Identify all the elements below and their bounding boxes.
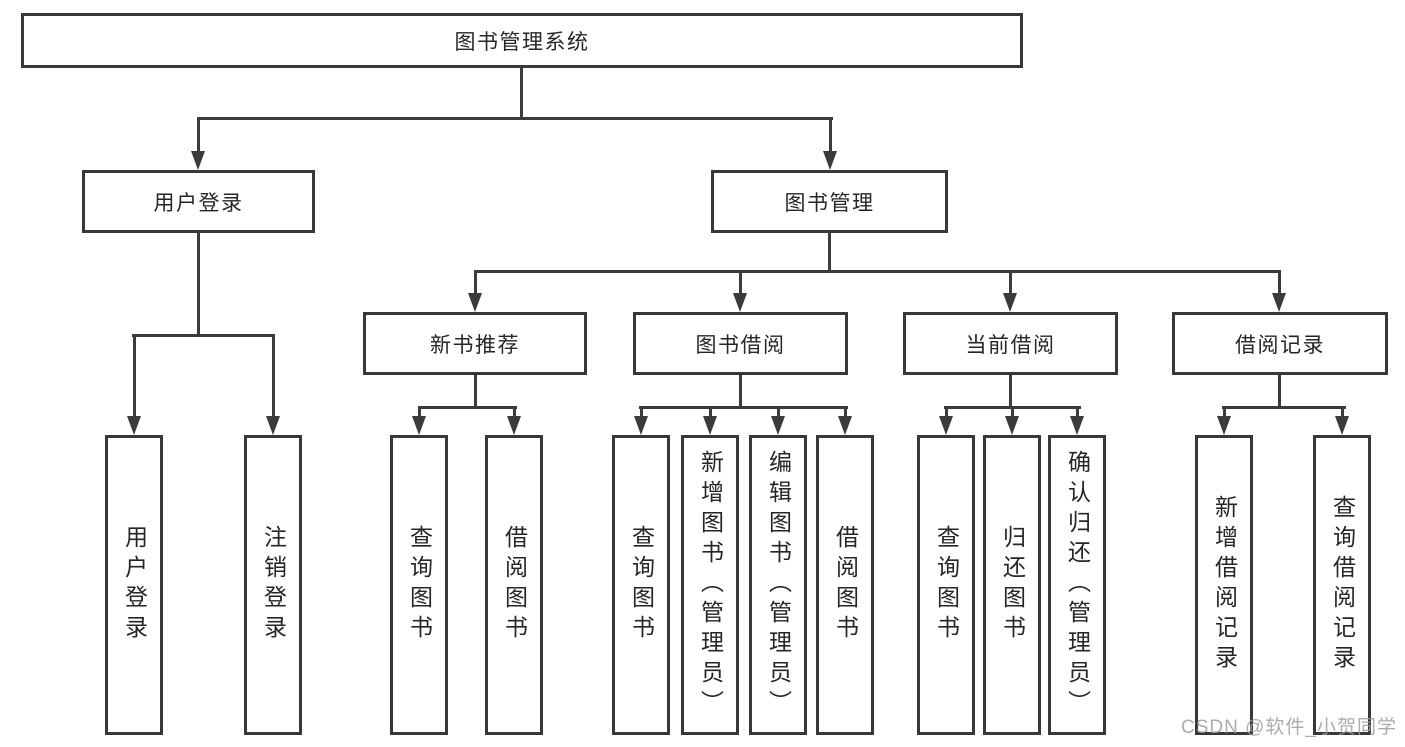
node-label: 新书推荐 [430, 333, 520, 357]
node-query-books-3: 查询图书 [917, 435, 975, 735]
arrow-down-icon [468, 293, 482, 312]
csdn-watermark: CSDN @软件_小贺同学 [1181, 717, 1397, 738]
connector-line [844, 408, 847, 420]
connector-line [197, 117, 833, 120]
connector-line [520, 68, 523, 119]
node-label: 图书借阅 [695, 333, 786, 357]
connector-line [1011, 408, 1014, 420]
connector-line [777, 408, 780, 420]
node-book-borrow: 图书借阅 [633, 312, 848, 375]
arrow-down-icon [838, 416, 852, 435]
node-query-borrow-record: 查询借阅记录 [1313, 435, 1371, 735]
node-label: 注销登录 [260, 525, 287, 645]
node-label: 确认归还（管理员） [1064, 450, 1091, 720]
node-label: 查询借阅记录 [1329, 495, 1356, 675]
connector-line [739, 272, 742, 297]
node-borrow-records: 借阅记录 [1172, 312, 1388, 375]
node-label: 归还图书 [999, 525, 1026, 645]
connector-line [944, 406, 1081, 409]
node-label: 借阅图书 [832, 525, 859, 645]
node-label: 图书管理 [784, 191, 875, 215]
connector-line [1223, 408, 1226, 420]
arrow-down-icon [1070, 416, 1084, 435]
connector-line [474, 375, 477, 409]
connector-line [1076, 408, 1079, 420]
node-label: 借阅图书 [501, 525, 528, 645]
arrow-down-icon [412, 416, 426, 435]
arrow-down-icon [127, 416, 141, 435]
node-label: 查询图书 [406, 525, 433, 645]
connector-line [197, 119, 200, 154]
connector-line [1278, 375, 1281, 409]
node-current-borrow: 当前借阅 [903, 312, 1118, 375]
arrow-down-icon [771, 416, 785, 435]
node-label: 用户登录 [153, 191, 244, 215]
node-user-login: 用户登录 [105, 435, 163, 735]
arrow-down-icon [507, 416, 521, 435]
node-edit-books-admin: 编辑图书（管理员） [749, 435, 807, 735]
node-label: 用户登录 [121, 525, 148, 645]
node-logout: 注销登录 [244, 435, 302, 735]
node-book-management: 图书管理 [711, 170, 948, 233]
node-confirm-return-admin: 确认归还（管理员） [1048, 435, 1106, 735]
connector-line [639, 406, 848, 409]
node-label: 查询图书 [933, 525, 960, 645]
connector-line [1009, 272, 1012, 297]
node-new-book-recommend: 新书推荐 [363, 312, 587, 375]
arrow-down-icon [939, 416, 953, 435]
connector-line [1222, 406, 1346, 409]
node-label: 查询图书 [628, 525, 655, 645]
connector-line [132, 334, 275, 337]
node-return-books: 归还图书 [983, 435, 1041, 735]
connector-line [418, 408, 421, 420]
node-add-borrow-record: 新增借阅记录 [1195, 435, 1253, 735]
node-label: 编辑图书（管理员） [765, 450, 792, 720]
node-library-management-system: 图书管理系统 [21, 13, 1023, 68]
node-add-books-admin: 新增图书（管理员） [681, 435, 739, 735]
arrow-down-icon [266, 416, 280, 435]
connector-line [513, 408, 516, 420]
node-user-login-group: 用户登录 [82, 170, 315, 233]
connector-line [1341, 408, 1344, 420]
connector-line [474, 272, 477, 297]
connector-line [640, 408, 643, 420]
connector-line [272, 336, 275, 420]
node-label: 新增借阅记录 [1211, 495, 1238, 675]
connector-line [197, 233, 200, 336]
connector-line [1009, 375, 1012, 409]
connector-line [709, 408, 712, 420]
arrow-down-icon [1272, 293, 1286, 312]
node-query-books-1: 查询图书 [390, 435, 448, 735]
arrow-down-icon [191, 151, 205, 170]
connector-line [829, 119, 832, 154]
connector-line [945, 408, 948, 420]
arrow-down-icon [823, 151, 837, 170]
connector-line [418, 406, 517, 409]
arrow-down-icon [1005, 416, 1019, 435]
node-borrow-books-1: 借阅图书 [485, 435, 543, 735]
node-label: 新增图书（管理员） [697, 450, 724, 720]
arrow-down-icon [733, 293, 747, 312]
arrow-down-icon [634, 416, 648, 435]
connector-line [133, 336, 136, 420]
arrow-down-icon [1003, 293, 1017, 312]
arrow-down-icon [1335, 416, 1349, 435]
connector-line [474, 270, 1281, 273]
connector-line [739, 375, 742, 409]
node-label: 当前借阅 [965, 333, 1056, 357]
connector-line [828, 233, 831, 273]
arrow-down-icon [703, 416, 717, 435]
node-query-books-2: 查询图书 [612, 435, 670, 735]
connector-line [1278, 272, 1281, 297]
arrow-down-icon [1217, 416, 1231, 435]
node-borrow-books-2: 借阅图书 [816, 435, 874, 735]
node-label: 图书管理系统 [454, 30, 590, 54]
node-label: 借阅记录 [1235, 333, 1325, 357]
